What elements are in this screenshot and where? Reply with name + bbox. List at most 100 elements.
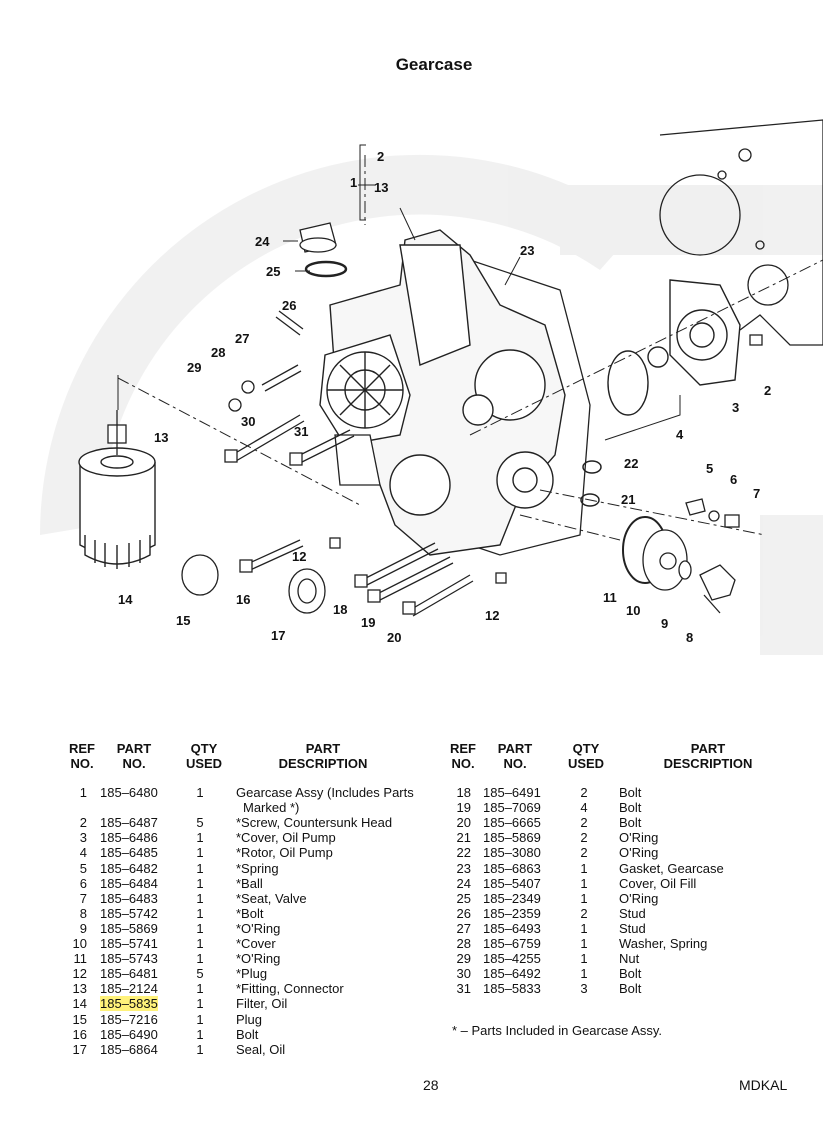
quantity: 2 <box>580 785 588 800</box>
svg-text:17: 17 <box>271 628 285 643</box>
ref-number: 31 <box>456 981 471 997</box>
quantity: 1 <box>196 890 204 906</box>
part-number: 185–6759 <box>483 936 541 951</box>
part-description: Stud <box>619 905 646 921</box>
svg-text:5: 5 <box>706 461 713 476</box>
fitting-connector <box>107 410 127 455</box>
part-description: *O'Ring <box>236 951 281 967</box>
part-description: Bolt <box>619 785 642 800</box>
svg-text:13: 13 <box>374 180 388 195</box>
part-number: 185–4255 <box>483 951 541 967</box>
svg-text:22: 22 <box>624 456 638 471</box>
part-number: 185–5741 <box>100 936 158 951</box>
svg-text:15: 15 <box>176 613 190 628</box>
quantity: 1 <box>580 966 588 982</box>
part-description: Gasket, Gearcase <box>619 860 724 876</box>
svg-text:2: 2 <box>764 383 771 398</box>
relief-valve-cover <box>622 516 736 614</box>
svg-text:20: 20 <box>387 630 401 645</box>
svg-text:12: 12 <box>292 549 306 564</box>
part-number: 185–5407 <box>483 875 541 891</box>
ref-number: 22 <box>456 845 471 861</box>
quantity: 1 <box>196 830 204 846</box>
part-number: 185–6483 <box>100 890 158 906</box>
ref-number: 11 <box>73 951 88 967</box>
ref-number: 9 <box>79 920 87 936</box>
quantity: 1 <box>580 936 588 951</box>
svg-text:12: 12 <box>485 608 499 623</box>
ref-number: 27 <box>456 920 471 936</box>
ref-number: 24 <box>456 875 471 891</box>
quantity: 2 <box>580 905 588 921</box>
part-number: 185–5743 <box>100 951 158 967</box>
ref-number: 14 <box>72 996 87 1012</box>
part-description: Bolt <box>619 815 642 831</box>
part-number: 185–6487 <box>100 815 158 831</box>
svg-text:26: 26 <box>282 298 296 313</box>
ref-number: 18 <box>456 785 471 800</box>
svg-text:13: 13 <box>154 430 168 445</box>
quantity: 1 <box>580 875 588 891</box>
oil-filter <box>78 447 156 569</box>
page-number: 28 <box>423 1077 439 1093</box>
part-description-cont: Marked *) <box>243 800 300 816</box>
part-description: Cover, Oil Fill <box>619 875 697 891</box>
part-number: 185–6665 <box>483 815 541 831</box>
svg-text:1: 1 <box>350 175 357 190</box>
part-number: 185–6490 <box>100 1026 158 1042</box>
oil-pump-cover <box>669 279 741 386</box>
part-description: *Plug <box>236 966 268 982</box>
o-ring <box>580 493 600 507</box>
part-description: *Ball <box>236 875 263 891</box>
part-number: 185–3080 <box>483 845 541 861</box>
svg-text:29: 29 <box>187 360 201 375</box>
svg-text:9: 9 <box>661 616 668 631</box>
ref-number: 30 <box>456 966 471 982</box>
part-number: 185–6492 <box>483 966 541 982</box>
document-code: MDKAL <box>739 1077 788 1093</box>
svg-text:23: 23 <box>520 243 534 258</box>
svg-text:11: 11 <box>603 590 617 605</box>
svg-text:24: 24 <box>255 234 270 249</box>
part-number: 185–2359 <box>483 905 541 921</box>
ref-number: 19 <box>456 800 471 816</box>
ref-number: 6 <box>79 875 87 891</box>
part-description: *Cover, Oil Pump <box>236 830 336 846</box>
part-description: Filter, Oil <box>236 996 288 1012</box>
part-description: Bolt <box>619 966 642 982</box>
ref-number: 8 <box>79 905 87 921</box>
ref-number: 12 <box>72 966 87 982</box>
exploded-diagram: 1 2 13 2 3 4 5 6 7 8 9 10 11 12 12 13 14… <box>39 119 823 655</box>
svg-text:14: 14 <box>118 592 133 607</box>
ref-number: 28 <box>456 936 471 951</box>
part-number: 185–6863 <box>483 860 541 876</box>
quantity: 1 <box>196 920 204 936</box>
part-description: Bolt <box>619 981 642 997</box>
ref-number: 17 <box>72 1041 87 1057</box>
part-number: 185–6493 <box>483 920 541 936</box>
ref-number: 21 <box>456 830 471 846</box>
quantity: 1 <box>580 951 588 967</box>
quantity: 1 <box>196 1026 204 1042</box>
page-title: Gearcase <box>395 55 473 74</box>
quantity: 1 <box>580 890 588 906</box>
quantity: 5 <box>196 966 204 982</box>
svg-text:3: 3 <box>732 400 739 415</box>
bolts <box>224 310 763 617</box>
ref-number: 7 <box>79 890 87 906</box>
part-number: 185–5869 <box>483 830 541 846</box>
ref-number: 15 <box>72 1011 87 1027</box>
quantity: 1 <box>196 951 204 967</box>
ref-number: 5 <box>79 860 87 876</box>
gearcase-body <box>329 229 566 556</box>
svg-text:8: 8 <box>686 630 693 645</box>
callout-labels: 1 2 13 2 3 4 5 6 7 8 9 10 11 12 12 13 14… <box>118 149 771 645</box>
ref-number: 1 <box>79 785 87 800</box>
quantity: 1 <box>196 936 204 951</box>
part-description: *Bolt <box>236 905 264 921</box>
